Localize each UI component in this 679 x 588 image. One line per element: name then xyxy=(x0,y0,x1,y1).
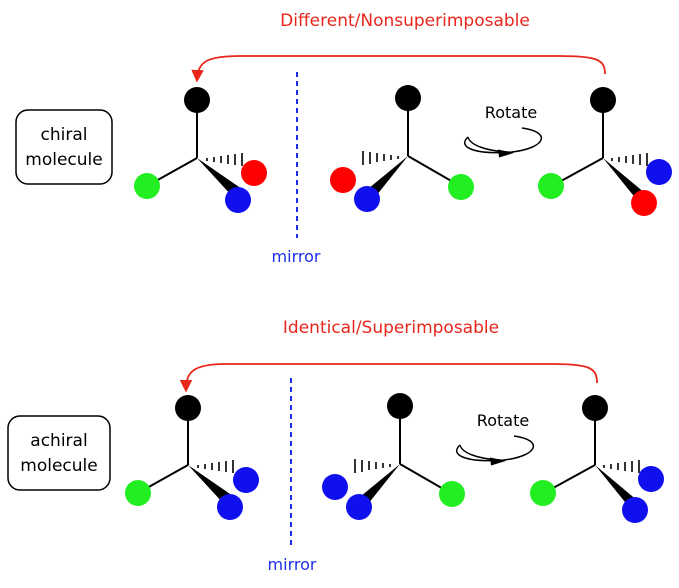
atom-blue xyxy=(646,159,672,185)
atom-green xyxy=(134,173,160,199)
achiral-molecule-box: achiral molecule xyxy=(7,415,111,491)
atom-blue xyxy=(225,187,251,213)
bottom-mirror-label: mirror xyxy=(268,555,317,574)
chiral-box-line1: chiral xyxy=(41,125,88,145)
molecule-top-left xyxy=(134,87,267,213)
bottom-rotate-label: Rotate xyxy=(477,411,529,430)
molecule-top-mirror xyxy=(330,85,474,212)
atom-green xyxy=(125,480,151,506)
atom-blue xyxy=(322,474,348,500)
top-relation-label: Different/Nonsuperimposable xyxy=(280,11,530,31)
achiral-box-line2: molecule xyxy=(20,456,97,476)
atom-blue xyxy=(233,467,259,493)
chiral-box-line2: molecule xyxy=(25,150,102,170)
atom-blue xyxy=(622,497,648,523)
molecule-top-right xyxy=(538,87,672,216)
atom-blue xyxy=(346,494,372,520)
atom-green xyxy=(448,174,474,200)
top-rotate-arrowhead xyxy=(497,149,514,158)
bottom-rotate-arrow xyxy=(455,435,534,462)
atom-black xyxy=(387,393,413,419)
bottom-relation-label: Identical/Superimposable xyxy=(283,318,499,338)
bottom-rotate-arrowhead xyxy=(489,457,506,466)
atom-black xyxy=(184,87,210,113)
atom-black xyxy=(175,395,201,421)
bottom-relation-arrow xyxy=(179,363,598,393)
atom-black xyxy=(582,395,608,421)
achiral-box-line1: achiral xyxy=(30,431,87,451)
atom-blue xyxy=(217,494,243,520)
atom-black xyxy=(395,85,421,111)
atom-blue xyxy=(354,186,380,212)
atom-green xyxy=(530,480,556,506)
atom-green xyxy=(439,481,465,507)
top-relation-arrow xyxy=(191,55,606,83)
molecule-bottom-left xyxy=(125,395,259,520)
atom-blue xyxy=(638,466,664,492)
atom-green xyxy=(538,173,564,199)
atom-red xyxy=(631,190,657,216)
top-rotate-arrow xyxy=(463,127,542,154)
molecule-bottom-mirror xyxy=(322,393,465,520)
top-rotate-label: Rotate xyxy=(485,103,537,122)
atom-red xyxy=(330,167,356,193)
molecule-bottom-right xyxy=(530,395,664,523)
chiral-molecule-box: chiral molecule xyxy=(15,109,113,185)
atom-black xyxy=(590,87,616,113)
atom-red xyxy=(241,160,267,186)
top-mirror-label: mirror xyxy=(272,247,321,266)
